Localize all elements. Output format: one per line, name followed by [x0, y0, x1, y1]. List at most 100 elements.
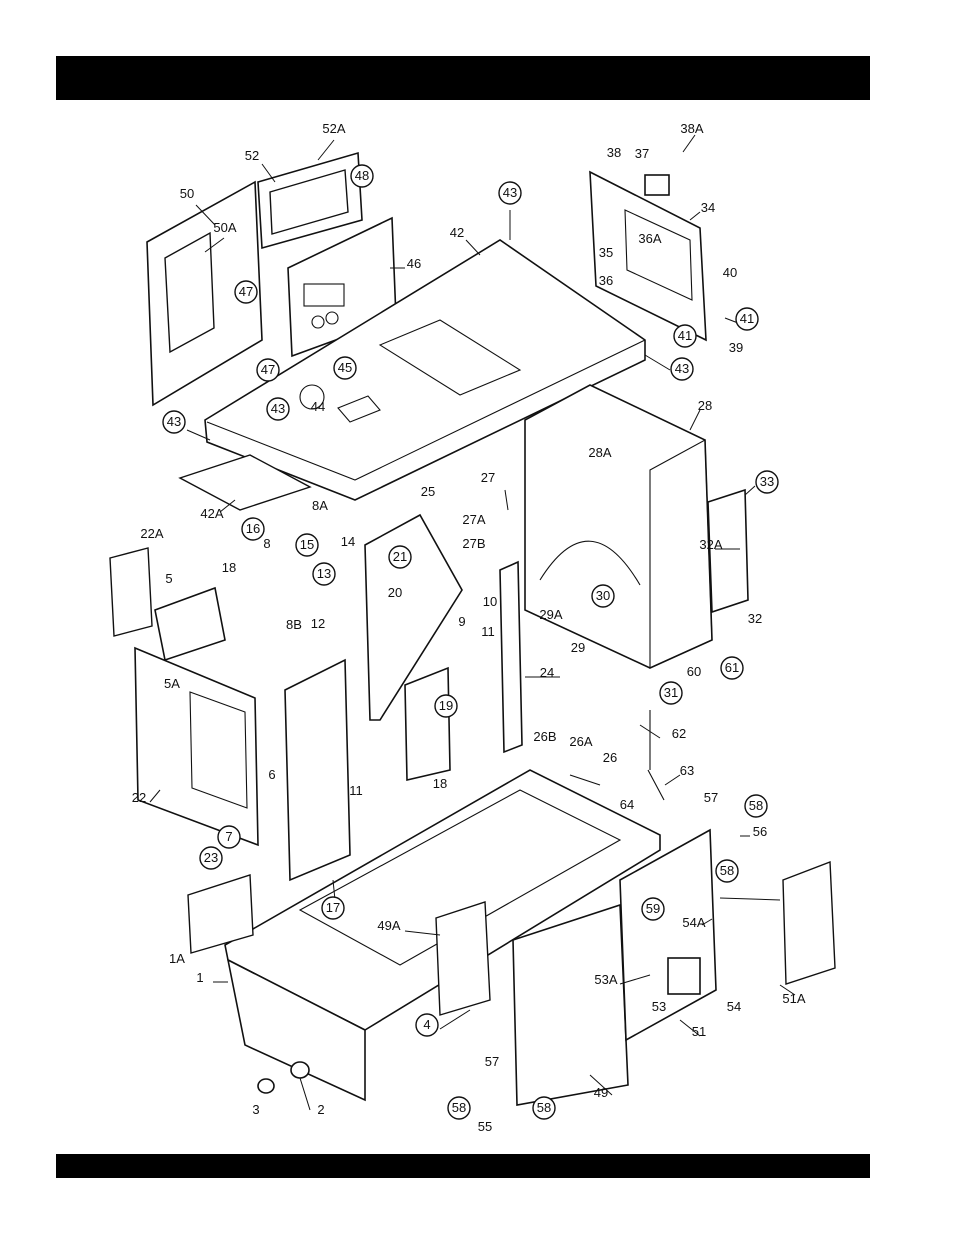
callout-label: 10 [483, 594, 497, 609]
callout-label: 59 [646, 901, 660, 916]
callout-label: 8 [263, 536, 270, 551]
callout-label: 11 [349, 783, 363, 798]
callout-label: 20 [388, 585, 402, 600]
callout-label: 4 [423, 1017, 430, 1032]
callout-label: 55 [478, 1119, 492, 1134]
callout-label: 33 [760, 474, 774, 489]
callout-label: 48 [355, 168, 369, 183]
latch-37 [645, 175, 669, 195]
callout-label: 57 [485, 1054, 499, 1069]
callout-label: 12 [311, 616, 325, 631]
cap-3 [258, 1079, 274, 1093]
callout-label: 18 [222, 560, 236, 575]
callout-label: 47 [261, 362, 275, 377]
callout-label: 29A [539, 607, 562, 622]
callout-label: 43 [675, 361, 689, 376]
callout-label: 50A [213, 220, 236, 235]
side-frame-28 [525, 385, 712, 668]
callout-label: 49 [594, 1085, 608, 1100]
callout-label: 26A [569, 734, 592, 749]
callout-label: 24 [540, 665, 554, 680]
callout-label: 42A [200, 506, 223, 521]
callout-label: 46 [407, 256, 421, 271]
callout-label: 51A [782, 991, 805, 1006]
callout-label: 9 [458, 614, 465, 629]
callout-label: 43 [503, 185, 517, 200]
insulation-pad-49a [436, 902, 490, 1015]
callout-label: 28 [698, 398, 712, 413]
callout-label: 1A [169, 951, 185, 966]
callout-label: 31 [664, 685, 678, 700]
callout-label: 16 [246, 521, 260, 536]
plate-18 [405, 668, 450, 780]
callout-label: 45 [338, 360, 352, 375]
callout-label: 8A [312, 498, 328, 513]
callout-label: 28A [588, 445, 611, 460]
bolt-26 [570, 775, 600, 785]
callout-label: 26B [533, 729, 556, 744]
callout-label: 27A [462, 512, 485, 527]
callout-label: 36 [599, 273, 613, 288]
insulation-pad-51a [783, 862, 835, 984]
dipstick-62 [648, 710, 664, 800]
callout-label: 58 [720, 863, 734, 878]
callout-label: 43 [167, 414, 181, 429]
callout-label: 23 [204, 850, 218, 865]
callout-label: 25 [421, 484, 435, 499]
callout-label: 43 [271, 401, 285, 416]
callout-label: 41 [678, 328, 692, 343]
callout-label: 41 [740, 311, 754, 326]
callout-label: 42 [450, 225, 464, 240]
callout-label: 19 [439, 698, 453, 713]
fuel-fitting-2 [291, 1062, 309, 1078]
callout-label: 34 [701, 200, 715, 215]
insulation-pad-22a [110, 548, 152, 636]
callout-label: 7 [225, 829, 232, 844]
callout-label: 1 [196, 970, 203, 985]
callout-label: 38 [607, 145, 621, 160]
callout-label: 58 [537, 1100, 551, 1115]
side-frame-17 [285, 660, 350, 880]
callout-label: 54 [727, 999, 741, 1014]
support-bracket-24 [500, 562, 522, 752]
callout-label: 57 [704, 790, 718, 805]
callout-label: 58 [452, 1100, 466, 1115]
callout-label: 3 [252, 1102, 259, 1117]
callout-label: 62 [672, 726, 686, 741]
callout-label: 49A [377, 918, 400, 933]
handle-53 [668, 958, 700, 994]
callout-label: 22A [140, 526, 163, 541]
callout-label: 15 [300, 537, 314, 552]
callout-label: 63 [680, 763, 694, 778]
callout-label: 6 [268, 767, 275, 782]
callout-label: 47 [239, 284, 253, 299]
callout-label: 54A [682, 915, 705, 930]
callout-label: 8B [286, 617, 302, 632]
callout-label: 40 [723, 265, 737, 280]
callout-label: 22 [132, 790, 146, 805]
callout-label: 53 [652, 999, 666, 1014]
side-door-49 [513, 905, 628, 1105]
callout-label: 27B [462, 536, 485, 551]
callout-label: 51 [692, 1024, 706, 1039]
front-frame-5 [155, 588, 225, 660]
callout-label: 5 [165, 571, 172, 586]
drawing-layer [110, 153, 835, 1105]
callout-label: 53A [594, 972, 617, 987]
callout-label: 32 [748, 611, 762, 626]
callout-label: 52 [245, 148, 259, 163]
callout-label: 13 [317, 566, 331, 581]
callout-label: 44 [311, 399, 325, 414]
callout-label: 27 [481, 470, 495, 485]
callout-label: 64 [620, 797, 634, 812]
callout-label: 52A [322, 121, 345, 136]
front-door-22 [135, 648, 258, 845]
callout-label: 17 [326, 900, 340, 915]
callout-label: 36A [638, 231, 661, 246]
callout-label: 2 [317, 1102, 324, 1117]
callout-label: 21 [393, 549, 407, 564]
callout-label: 61 [725, 660, 739, 675]
callout-label: 37 [635, 146, 649, 161]
callout-label: 56 [753, 824, 767, 839]
